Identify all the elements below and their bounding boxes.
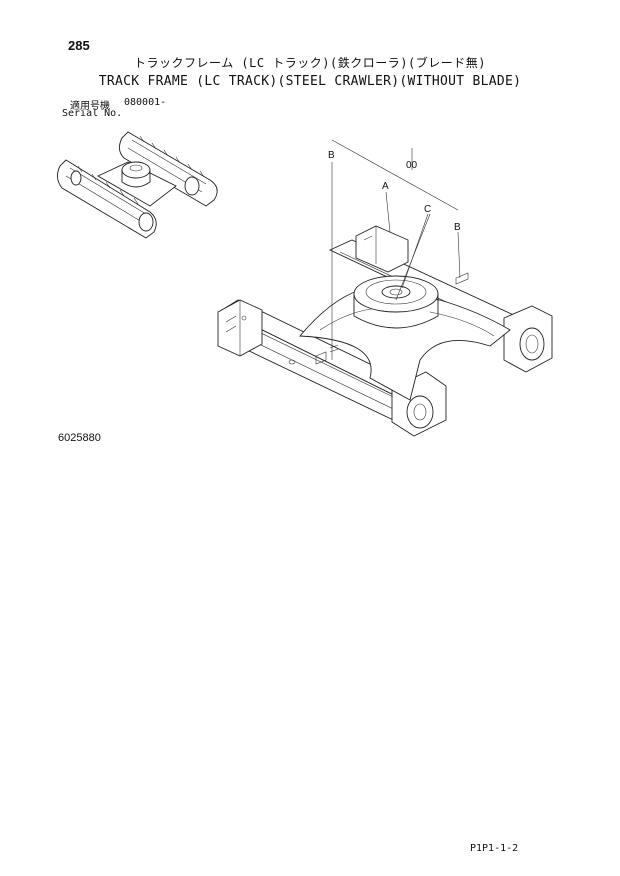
callouts: B 00 A C B [328, 150, 461, 233]
serial-value: 080001- [124, 97, 167, 108]
figure-number: 6025880 [58, 432, 101, 444]
callout-c: C [424, 204, 431, 215]
title-japanese: トラックフレーム (LC トラック)(鉄クローラ)(ブレード無) [134, 56, 486, 70]
serial-label-english: Serial No. [62, 108, 123, 119]
callout-b-left: B [328, 150, 335, 161]
footer-code: P1P1-1-2 [470, 843, 519, 854]
serial-label-japanese: 適用号機 [70, 101, 110, 112]
page-number: 285 [68, 38, 90, 53]
title-english: TRACK FRAME (LC TRACK)(STEEL CRAWLER)(WI… [98, 74, 522, 89]
callout-leaders [331, 139, 461, 360]
track-frame-drawing [217, 225, 553, 437]
callout-assembly: 00 [406, 160, 418, 171]
callout-a: A [382, 181, 389, 192]
overview-undercarriage-drawing [57, 131, 218, 239]
callout-b-right: B [454, 222, 461, 233]
